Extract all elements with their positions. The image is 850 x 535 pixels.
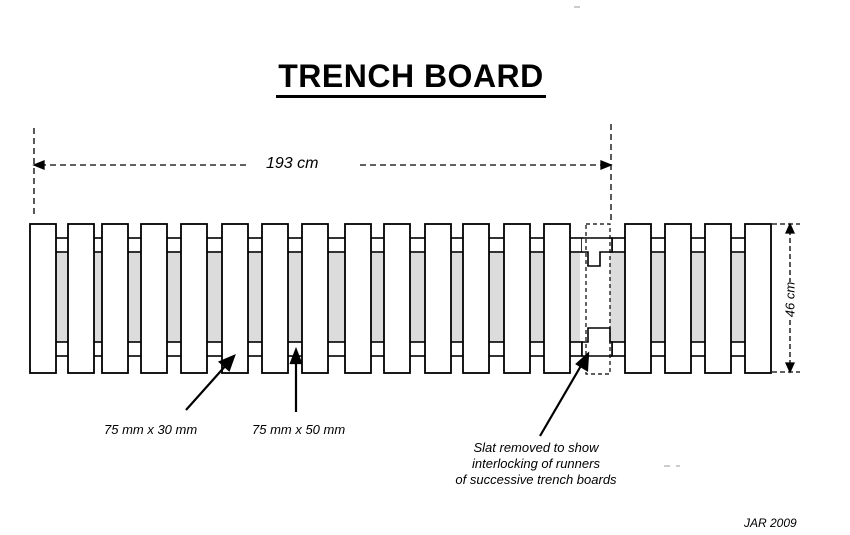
interlock-note-line1: Slat removed to show [473, 440, 599, 455]
slat [624, 223, 652, 374]
interlock-note-line3: of successive trench boards [455, 472, 617, 487]
width-dimension [772, 222, 800, 374]
slat [704, 223, 732, 374]
slat-leader-arrowhead [217, 353, 236, 372]
slat [664, 223, 692, 374]
width-arrow-bottom [784, 362, 796, 374]
note-leader-line [539, 363, 583, 437]
interlock-joints [581, 237, 613, 357]
slat [503, 223, 531, 374]
slat [301, 223, 329, 374]
slat [101, 223, 129, 374]
length-label: 193 cm [266, 155, 319, 172]
credit-text: JAR 2009 [744, 516, 797, 530]
slat [67, 223, 95, 374]
interlock-joint-top [582, 237, 613, 267]
slat [261, 223, 289, 374]
slat [383, 223, 411, 374]
slat [140, 223, 168, 374]
removed-slat-outline [585, 223, 611, 375]
scan-marks [574, 6, 680, 467]
slat-leader-line [185, 362, 229, 411]
diagram-title-text: TRENCH BOARD [276, 58, 546, 98]
slat [29, 223, 57, 374]
slat [221, 223, 249, 374]
slats [29, 223, 772, 374]
slat [543, 223, 571, 374]
slat [344, 223, 372, 374]
slat [424, 223, 452, 374]
length-arrow-right [600, 160, 613, 170]
diagram-title: TRENCH BOARD [0, 58, 822, 98]
runner-leader-arrowhead [289, 346, 303, 365]
slat-size-label: 75 mm x 30 mm [104, 422, 198, 437]
runner-size-label: 75 mm x 50 mm [252, 422, 346, 437]
length-arrow-left [32, 160, 45, 170]
slat [180, 223, 208, 374]
interlock-note-line2: interlocking of runners [472, 456, 600, 471]
note-leader-arrowhead [575, 351, 590, 372]
width-label: 46 cm [782, 281, 798, 318]
length-dimension [32, 124, 613, 222]
interlock-note: Slat removed to show interlocking of run… [416, 440, 656, 488]
slat [744, 223, 772, 374]
width-arrow-top [784, 222, 796, 234]
leader-arrows [185, 346, 590, 437]
slat [462, 223, 490, 374]
